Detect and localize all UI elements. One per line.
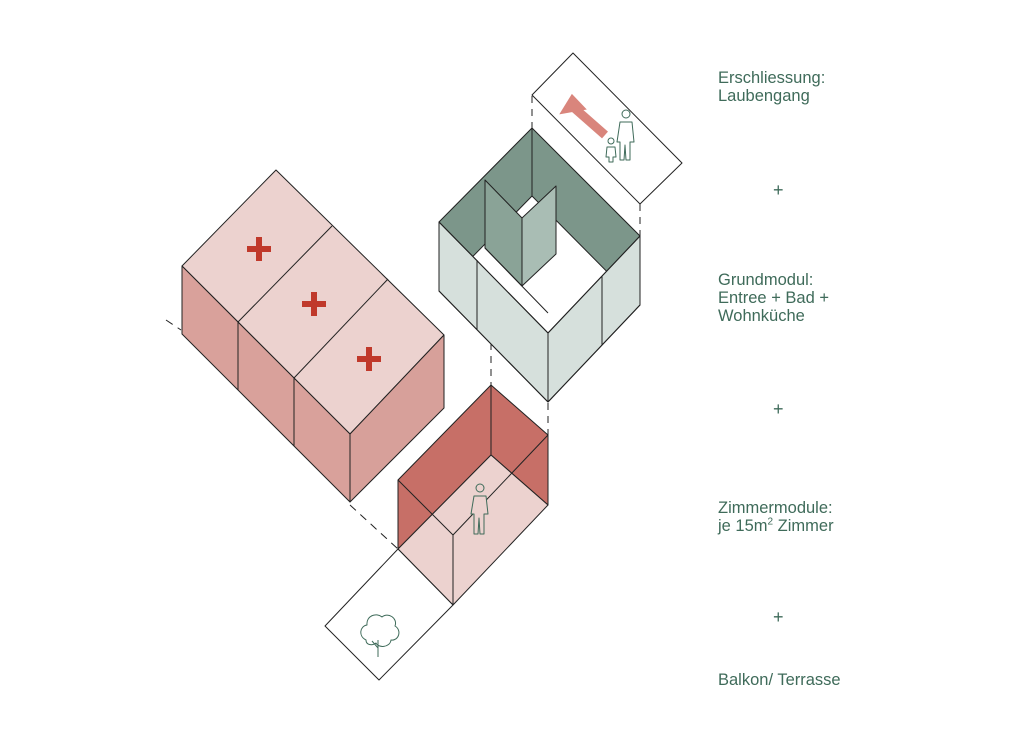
room-size-prefix: je 15m <box>718 517 768 535</box>
base-module-label-line1: Grundmodul: <box>718 271 814 289</box>
access-plate <box>531 52 683 205</box>
balcony-plate <box>324 504 454 681</box>
plus-sign: + <box>773 180 784 200</box>
base-edge <box>547 304 641 403</box>
tree-icon <box>360 614 400 657</box>
square-superscript: 2 <box>767 516 774 528</box>
module-divider <box>293 278 389 379</box>
balcony-floor <box>324 548 454 681</box>
axis-line <box>349 504 399 550</box>
room-edge <box>452 434 549 536</box>
room-modules-label-line2: je 15m2 Zimmer <box>718 517 834 535</box>
balcony-label-line1: Balkon/ Terrasse <box>718 671 841 689</box>
base-edge <box>484 247 549 314</box>
person-with-child-icon <box>605 109 635 163</box>
axis-line <box>165 319 182 331</box>
room-block-right-face <box>349 334 445 503</box>
room-edge <box>397 479 454 536</box>
red-cross-icon <box>357 347 381 371</box>
plus-sign: + <box>773 607 784 627</box>
room-modules-label: Zimmermodule: je 15m2 Zimmer <box>718 499 834 535</box>
module-divider <box>237 225 333 323</box>
balcony-label: Balkon/ Terrasse <box>718 671 841 689</box>
base-module-label-line2: Entree + Bad + <box>718 289 829 307</box>
room-module <box>397 384 549 606</box>
base-edge <box>547 235 641 334</box>
access-label-line2: Laubengang <box>718 87 810 105</box>
access-label-line1: Erschliessung: <box>718 69 826 87</box>
base-module-label-line3: Wohnküche <box>718 307 805 325</box>
red-cross-icon <box>302 292 326 316</box>
room-modules-label-line1: Zimmermodule: <box>718 499 833 517</box>
access-floor <box>531 52 683 205</box>
base-edge <box>438 221 549 334</box>
direction-arrow-icon <box>559 93 608 139</box>
base-module-label: Grundmodul: Entree + Bad + Wohnküche <box>718 271 829 325</box>
base-edge <box>438 290 549 403</box>
base-partition <box>521 185 557 287</box>
standing-person-icon <box>470 483 489 535</box>
access-label: Erschliessung: Laubengang <box>718 69 825 105</box>
room-size-suffix: Zimmer <box>773 517 834 535</box>
red-cross-icon <box>247 237 271 261</box>
room-modules-block <box>165 169 445 503</box>
base-module <box>438 127 641 403</box>
plus-sign: + <box>773 399 784 419</box>
